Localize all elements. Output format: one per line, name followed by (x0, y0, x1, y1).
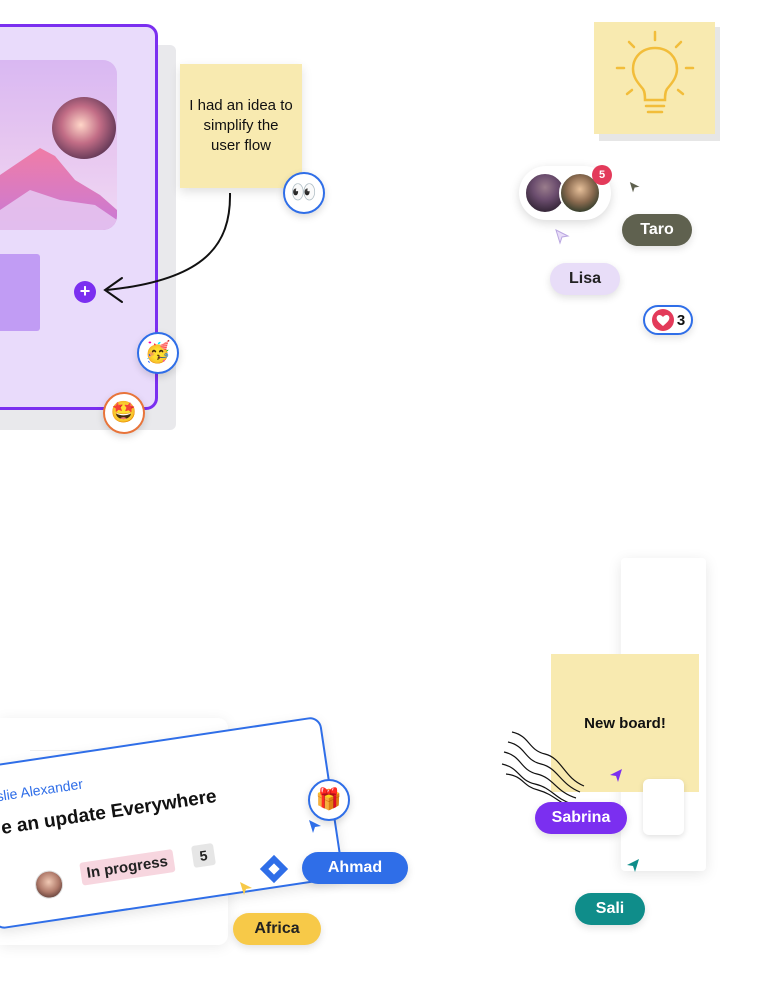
notification-count: 5 (598, 169, 606, 181)
new-board-text: New board! (584, 714, 666, 732)
africa-name: Africa (254, 920, 300, 937)
heart-icon (651, 309, 674, 331)
gift-emoji-icon: 🎁 (315, 788, 343, 811)
status-text: In progress (85, 852, 169, 882)
cursor-label-ahmad: Ahmad (302, 852, 408, 884)
cursor-label-sali: Sali (575, 893, 645, 925)
party-reaction[interactable]: 🥳 (137, 332, 179, 374)
collaborator-avatars[interactable]: 5 (519, 165, 612, 220)
eyes-emoji-icon: 👀 (290, 181, 318, 204)
like-badge[interactable]: 3 (643, 305, 693, 335)
avatar (33, 868, 66, 901)
mountain-illustration (0, 97, 117, 230)
sali-name: Sali (595, 900, 625, 917)
cursor-pointer-icon (240, 882, 252, 895)
lightbulb-icon (615, 30, 694, 114)
cursor-label-taro: Taro (622, 214, 692, 246)
ahmad-name: Ahmad (327, 859, 383, 876)
notification-badge: 5 (592, 165, 612, 185)
cursor-pointer-icon (555, 229, 570, 245)
cursor-pointer-icon (627, 859, 639, 872)
idea-sticky-note[interactable]: I had an idea to simplify the user flow (180, 64, 302, 188)
cursor-pointer-icon (610, 769, 622, 782)
new-board-sticky-note[interactable]: New board! (551, 654, 699, 792)
status-badge[interactable]: In progress (79, 849, 176, 886)
party-emoji-icon: 🥳 (144, 341, 172, 364)
frame-image (0, 60, 117, 230)
cursor-label-sabrina: Sabrina (535, 802, 627, 834)
sabrina-name: Sabrina (551, 809, 611, 826)
frame-placeholder-block (0, 254, 40, 331)
connector-arrow (103, 192, 232, 303)
cursor-label-lisa: Lisa (550, 263, 620, 295)
count-text: 5 (198, 846, 209, 864)
lightbulb-sticky-note[interactable] (594, 22, 715, 134)
cursor-pointer-icon (309, 820, 321, 833)
count-badge: 5 (190, 842, 216, 868)
lisa-name: Lisa (568, 270, 601, 287)
taro-name: Taro (640, 221, 674, 238)
jira-diamond-icon (259, 854, 289, 884)
cursor-pointer-icon (628, 180, 643, 196)
eyes-reaction[interactable]: 👀 (283, 172, 325, 214)
cursor-label-africa: Africa (233, 913, 321, 945)
add-button[interactable]: + (74, 281, 96, 303)
starstruck-reaction[interactable]: 🤩 (103, 392, 145, 434)
task-assignee: slie Alexander (0, 775, 84, 805)
board-card[interactable] (643, 779, 684, 835)
gift-reaction[interactable]: 🎁 (308, 779, 350, 821)
starstruck-emoji-icon: 🤩 (110, 401, 138, 424)
like-count: 3 (676, 311, 686, 329)
motion-lines-decoration (501, 731, 585, 807)
idea-sticky-text: I had an idea to simplify the user flow (189, 97, 293, 154)
